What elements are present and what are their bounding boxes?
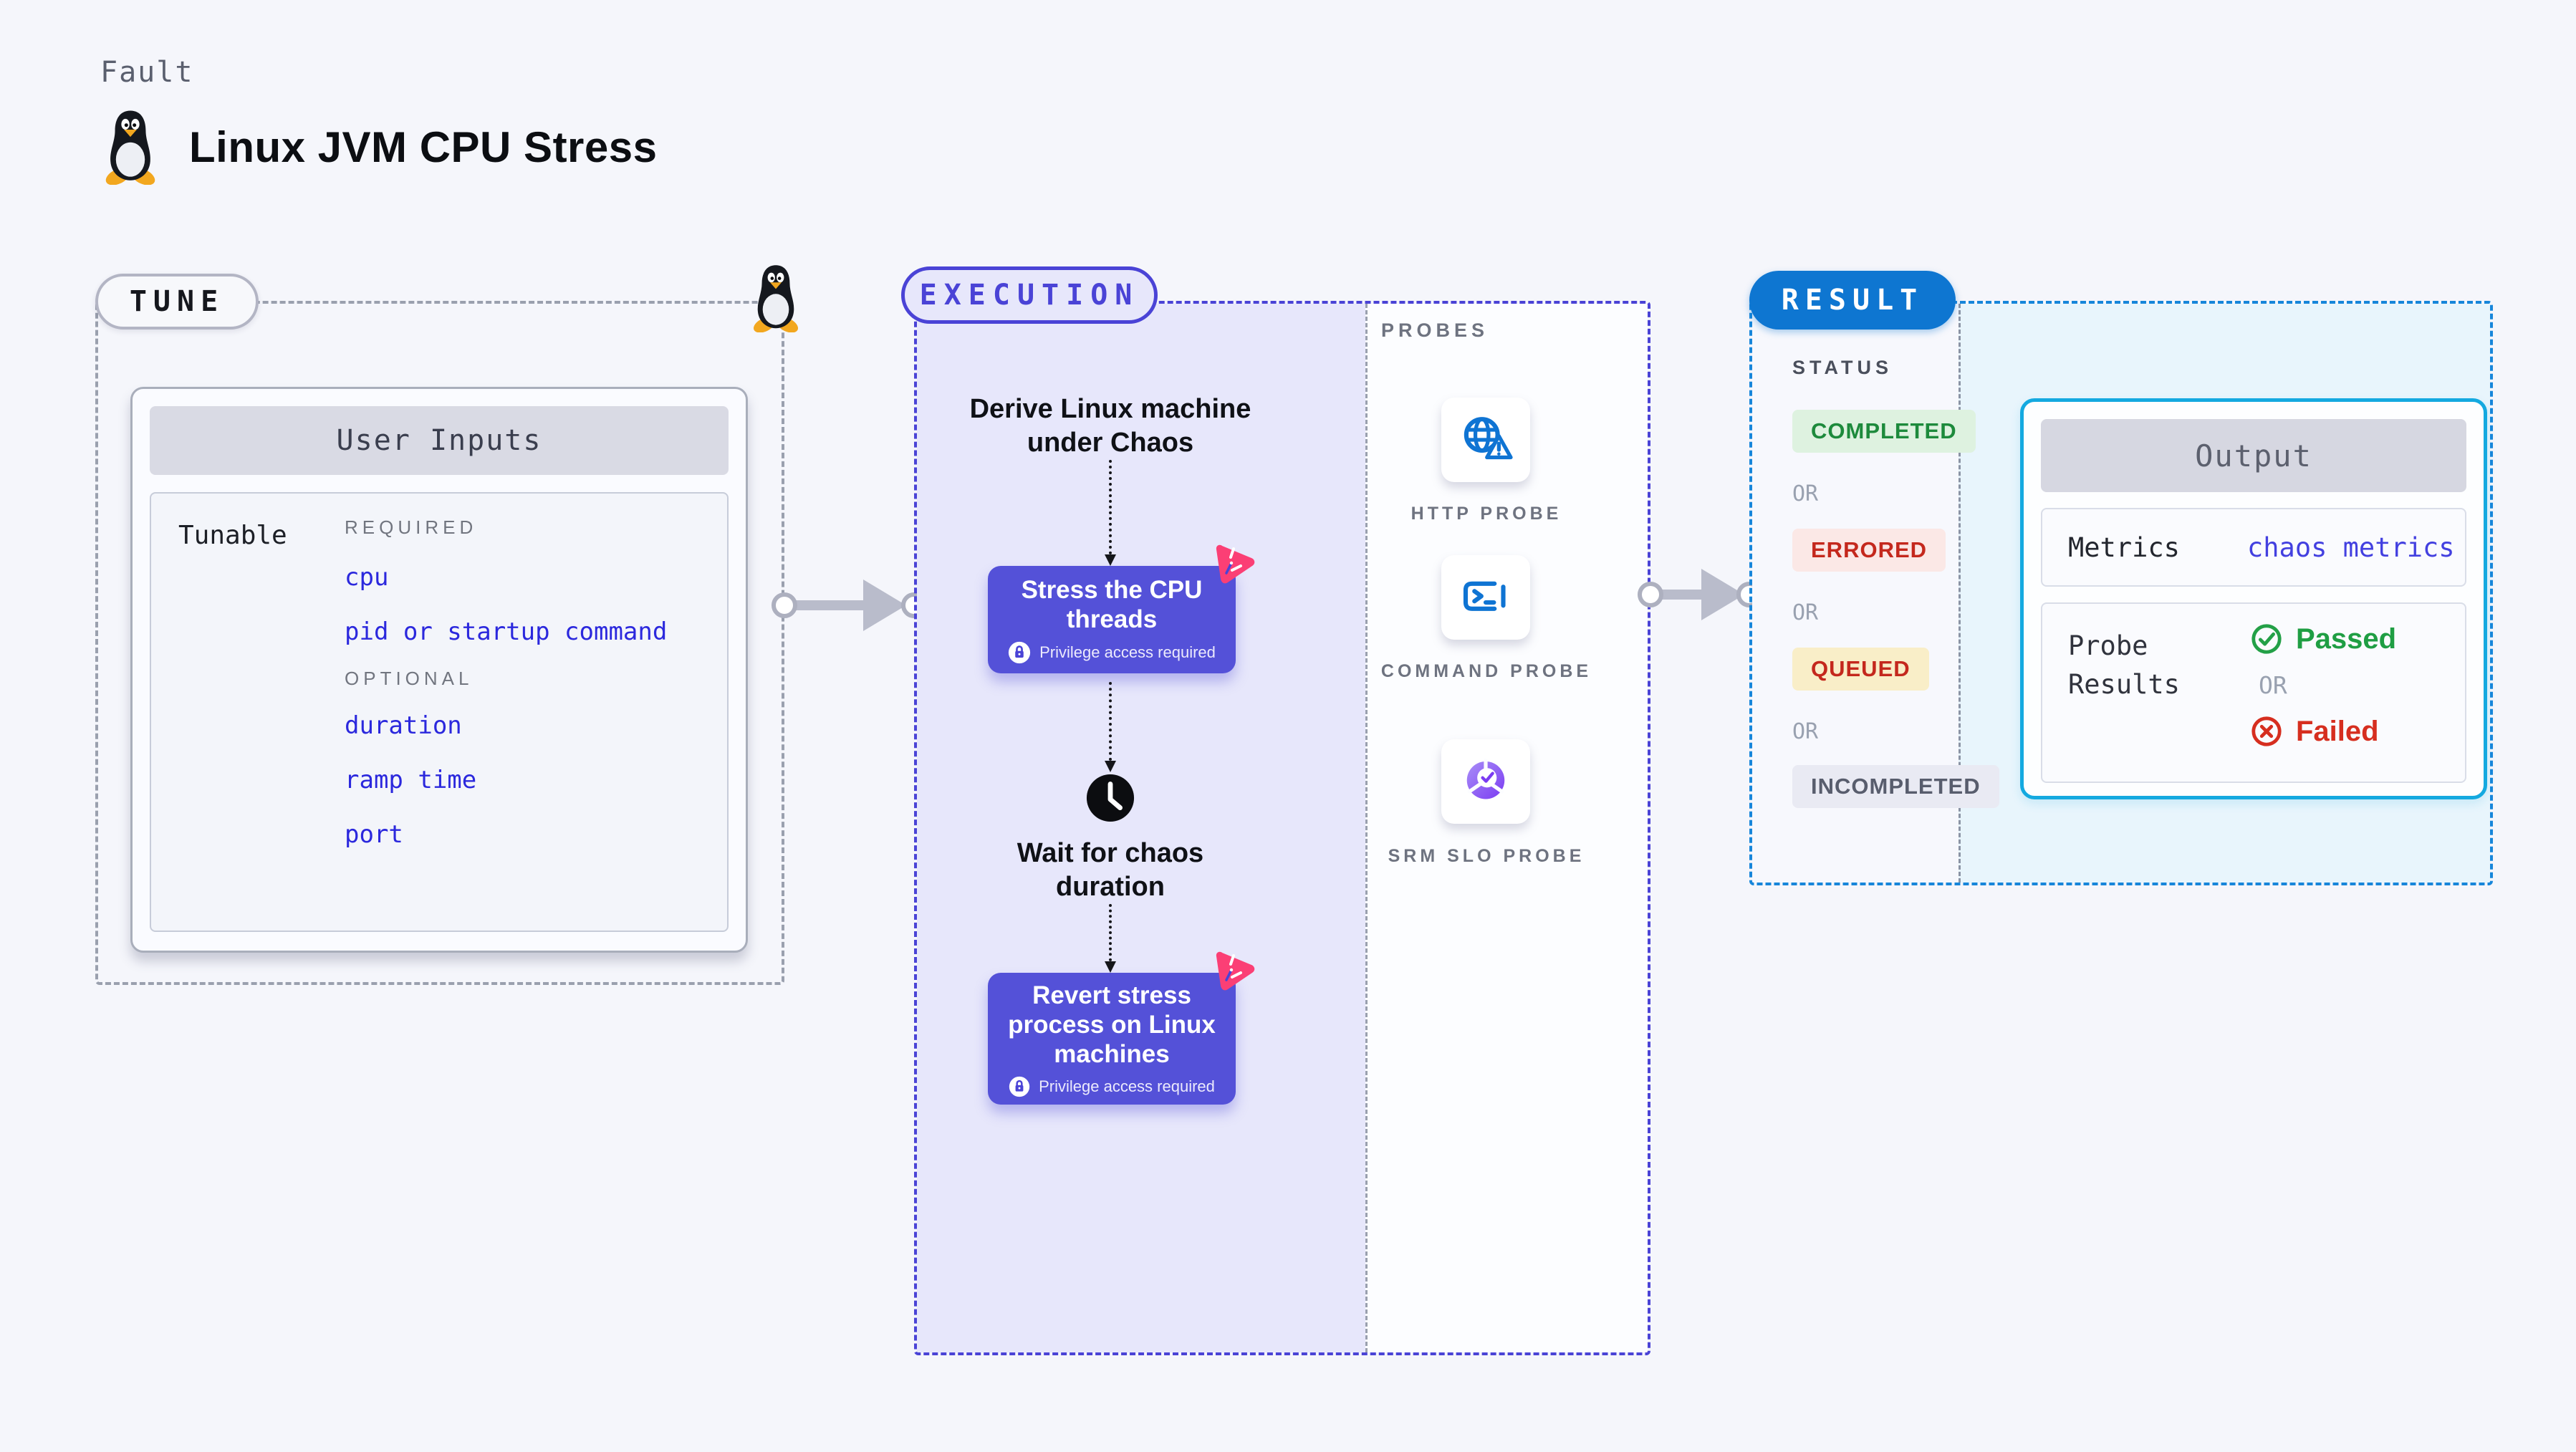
probes-label: PROBES [1381, 319, 1489, 341]
or-label: OR [1792, 481, 1819, 506]
tunable-params: REQUIRED cpu pid or startup command OPTI… [345, 516, 667, 849]
step-stress-title: Stress the CPU threads [1021, 576, 1203, 633]
arrow-down-icon [1105, 460, 1116, 566]
step-wait-duration: Wait for chaos duration [1017, 838, 1204, 902]
verdict-failed: Failed [2250, 715, 2396, 748]
probe-card-http [1441, 398, 1530, 482]
linux-tux-icon [103, 110, 158, 185]
output-card: Output Metrics chaos metrics Probe Resul… [2020, 398, 2487, 799]
param-port: port [345, 820, 403, 849]
tune-section [95, 301, 784, 985]
probe-results-row: Probe Results Passed OR Failed [2041, 602, 2466, 783]
slo-gauge-icon [1466, 758, 1505, 799]
fault-kicker: Fault [100, 56, 194, 89]
chaos-logo-icon [1214, 950, 1256, 992]
failed-label: Failed [2296, 715, 2379, 747]
probe-card-command [1441, 555, 1530, 640]
chaos-metrics-link[interactable]: chaos metrics [2247, 532, 2455, 563]
probe-card-srm-slo [1441, 739, 1530, 824]
optional-label: OPTIONAL [345, 668, 474, 689]
passed-label: Passed [2296, 622, 2397, 655]
verdict-passed: Passed [2250, 622, 2396, 655]
user-inputs-card: User Inputs Tunable REQUIRED cpu pid or … [130, 387, 748, 953]
result-badge: RESULT [1749, 271, 1956, 330]
page-header: Linux JVM CPU Stress [100, 109, 658, 185]
step-derive-machine: Derive Linux machine under Chaos [969, 394, 1251, 458]
privilege-badge: Privilege access required [1008, 641, 1216, 664]
probes-divider [1365, 304, 1368, 1352]
probe-label-srm-slo: SRM SLO PROBE [1388, 846, 1585, 866]
probe-verdicts: Passed OR Failed [2250, 622, 2396, 748]
status-badge-queued: QUEUED [1792, 648, 1929, 691]
probe-label-http: HTTP PROBE [1410, 504, 1562, 524]
status-badge-completed: COMPLETED [1792, 410, 1976, 453]
status-output-divider [1959, 304, 1961, 883]
page-title: Linux JVM CPU Stress [189, 122, 658, 171]
step-revert-stress-node: Revert stress process on Linux machines … [988, 973, 1236, 1105]
param-duration: duration [345, 711, 462, 740]
or-label: OR [1792, 600, 1819, 625]
lock-icon [1009, 1075, 1031, 1097]
metrics-label: Metrics [2068, 532, 2180, 563]
step-revert-title: Revert stress process on Linux machines [1008, 981, 1216, 1068]
arrow-right-icon [863, 580, 906, 631]
chaos-logo-icon [1214, 543, 1256, 585]
probe-results-label: Probe Results [2068, 630, 2180, 700]
or-label: OR [2259, 671, 2287, 699]
step-stress-cpu-node: Stress the CPU threads Privilege access … [988, 566, 1236, 673]
status-label: STATUS [1792, 357, 1893, 378]
privilege-badge: Privilege access required [1009, 1075, 1215, 1097]
execution-badge: EXECUTION [901, 266, 1158, 324]
user-inputs-body: Tunable REQUIRED cpu pid or startup comm… [150, 492, 729, 932]
tune-badge: TUNE [95, 274, 259, 330]
globe-alert-icon [1464, 417, 1513, 460]
arrow-down-icon [1105, 682, 1116, 772]
execution-flow-panel [917, 304, 1365, 1352]
linux-tux-icon [751, 265, 801, 332]
or-label: OR [1792, 719, 1819, 744]
user-inputs-title: User Inputs [150, 406, 729, 475]
output-title: Output [2041, 419, 2466, 492]
tunable-label: Tunable [178, 521, 287, 550]
status-badge-errored: ERRORED [1792, 529, 1946, 572]
probe-label-command: COMMAND PROBE [1380, 661, 1592, 681]
check-circle-icon [2251, 624, 2282, 654]
privilege-text: Privilege access required [1039, 1077, 1215, 1095]
param-cpu: cpu [345, 563, 389, 592]
privilege-text: Privilege access required [1039, 643, 1216, 661]
x-circle-icon [2251, 716, 2282, 746]
param-pid-or-startup-command: pid or startup command [345, 617, 668, 646]
status-badge-incompleted: INCOMPLETED [1792, 765, 1999, 808]
lock-icon [1008, 641, 1032, 664]
required-label: REQUIRED [345, 516, 478, 538]
clock-icon [1086, 774, 1135, 822]
arrow-down-icon [1105, 904, 1116, 973]
param-ramp-time: ramp time [345, 766, 477, 794]
terminal-icon [1463, 581, 1506, 611]
metrics-row: Metrics chaos metrics [2041, 508, 2466, 587]
